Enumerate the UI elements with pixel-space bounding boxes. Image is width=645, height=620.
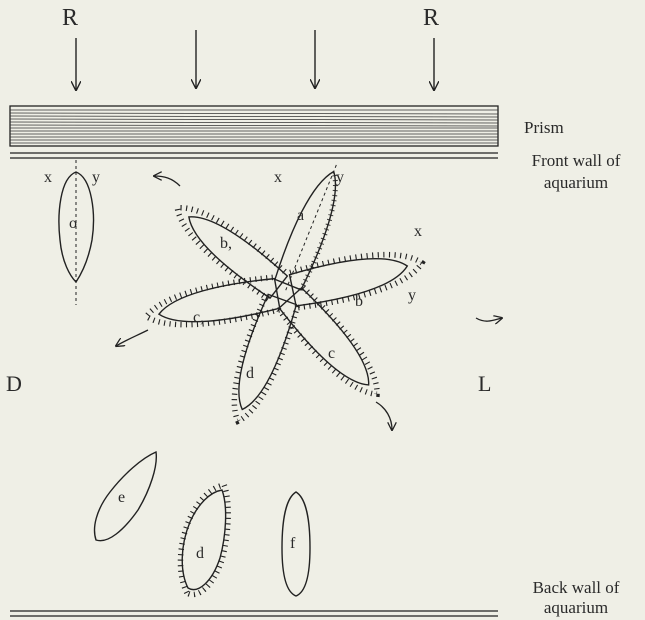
- arrow-right: [476, 318, 502, 321]
- organism-d-bottom: [180, 485, 228, 594]
- edge-label-x-o: x: [44, 168, 52, 188]
- edge-label-y-a: y: [336, 168, 344, 188]
- organism-label-b: b: [355, 292, 363, 312]
- edge-label-x-a: x: [274, 168, 282, 188]
- organism-label-a: a: [297, 206, 304, 226]
- organism-label-c: c: [328, 344, 335, 364]
- arrow-top-left: [154, 176, 180, 186]
- side-label-l: L: [478, 374, 491, 394]
- back-wall: [10, 611, 498, 616]
- organism-label-c-prime: c,: [193, 308, 204, 328]
- organism-label-b-prime: b,: [220, 234, 232, 254]
- front-wall-label-line2: aquarium: [512, 173, 640, 193]
- back-wall-label-line1: Back wall of: [512, 578, 640, 598]
- organism-label-e: e: [118, 488, 125, 508]
- organism-d-star: [221, 293, 300, 427]
- side-label-d: D: [6, 374, 22, 394]
- front-wall: [10, 153, 498, 158]
- movement-arrows: [116, 176, 502, 430]
- organism-label-d-bottom: d: [196, 544, 204, 564]
- organism-e: [95, 452, 157, 541]
- arrow-left: [116, 330, 148, 346]
- organism-label-d-star: d: [246, 364, 254, 384]
- prism-label: Prism: [524, 118, 564, 138]
- organism-label-f: f: [290, 534, 295, 554]
- prism-block: [10, 106, 498, 146]
- organism-label-o: o: [69, 214, 77, 234]
- edge-label-y-b: y: [408, 286, 416, 306]
- organism-f: [282, 492, 310, 596]
- light-source-r-left: R: [62, 8, 78, 28]
- light-ray-arrows: [76, 30, 434, 90]
- back-wall-label-line2: aquarium: [512, 598, 640, 618]
- edge-label-y-o: y: [92, 168, 100, 188]
- organism-c-prime: [143, 275, 280, 334]
- front-wall-label-line1: Front wall of: [512, 151, 640, 171]
- light-source-r-right: R: [423, 8, 439, 28]
- edge-label-x-b: x: [414, 222, 422, 242]
- arrow-bottom-right: [376, 402, 392, 430]
- organism-star: [143, 156, 426, 427]
